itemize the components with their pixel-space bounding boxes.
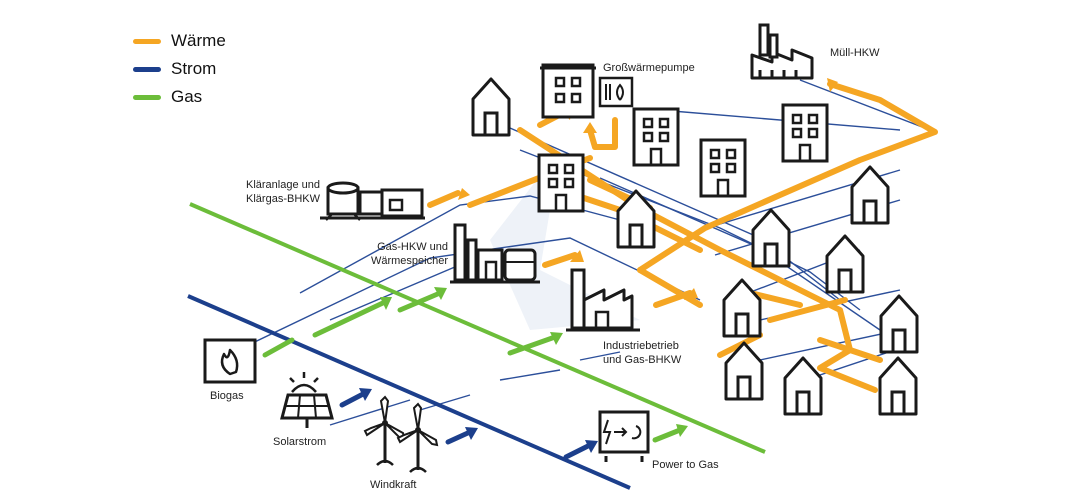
label-muell-hkw: Müll-HKW <box>830 47 880 59</box>
label-biogas: Biogas <box>210 390 244 402</box>
legend-swatch-gas <box>133 94 161 100</box>
legend-item-gas: Gas <box>133 83 226 111</box>
label-windkraft: Windkraft <box>370 479 417 491</box>
label-industrie-line2: und Gas-BHKW <box>603 354 682 366</box>
watermark-shape <box>490 150 640 330</box>
house-icon <box>471 77 511 137</box>
house-icon <box>879 294 919 354</box>
gas-arrows <box>262 290 683 443</box>
legend: Wärme Strom Gas <box>133 27 226 111</box>
label-klaeranlage-line1: Kläranlage und <box>245 179 320 191</box>
grosswaermepumpe-icon <box>540 63 634 119</box>
power-main-line <box>187 294 631 490</box>
label-industrie-line1: Industriebetrieb <box>603 340 679 352</box>
label-solarstrom: Solarstrom <box>273 436 327 448</box>
industrie-icon <box>566 268 640 332</box>
label-gas-hkw-line2: Wärmespeicher <box>370 255 448 267</box>
label-grosswaermepumpe: Großwärmepumpe <box>603 62 695 74</box>
house-icon <box>878 356 918 416</box>
legend-swatch-strom <box>133 66 161 72</box>
klaeranlage-icon <box>320 181 425 221</box>
legend-label-strom: Strom <box>171 59 217 78</box>
solarstrom-icon <box>280 372 334 428</box>
label-klaeranlage: Kläranlage und Klärgas-BHKW <box>222 178 320 206</box>
gas-main-line <box>189 202 766 454</box>
apartment-icon <box>699 138 747 198</box>
house-icon <box>783 356 823 416</box>
label-industrie: Industriebetrieb und Gas-BHKW <box>603 339 681 367</box>
apartment-icon <box>632 107 680 167</box>
label-power-to-gas: Power to Gas <box>652 459 719 471</box>
label-klaeranlage-line2: Klärgas-BHKW <box>246 193 320 205</box>
power-to-gas-icon <box>598 410 650 462</box>
biogas-icon <box>203 338 257 384</box>
gas-hkw-icon <box>450 223 540 284</box>
power-arrows <box>339 390 593 460</box>
legend-swatch-waerme <box>133 38 161 44</box>
legend-item-strom: Strom <box>133 55 226 83</box>
house-icon <box>722 278 762 338</box>
legend-item-waerme: Wärme <box>133 27 226 55</box>
house-icon <box>825 234 865 294</box>
windkraft-icon-1 <box>363 395 406 467</box>
windkraft-icon-2 <box>396 402 439 474</box>
house-icon <box>751 208 791 268</box>
gas-arrowheads <box>380 287 688 437</box>
muell-hkw-icon <box>750 23 814 80</box>
legend-label-waerme: Wärme <box>171 31 226 50</box>
apartment-icon <box>781 103 829 163</box>
legend-label-gas: Gas <box>171 87 203 106</box>
power-arrowheads <box>359 388 598 453</box>
label-gas-hkw: Gas-HKW und Wärmespeicher <box>356 240 448 268</box>
label-gas-hkw-line1: Gas-HKW und <box>377 241 448 253</box>
apartment-icon <box>537 153 585 213</box>
